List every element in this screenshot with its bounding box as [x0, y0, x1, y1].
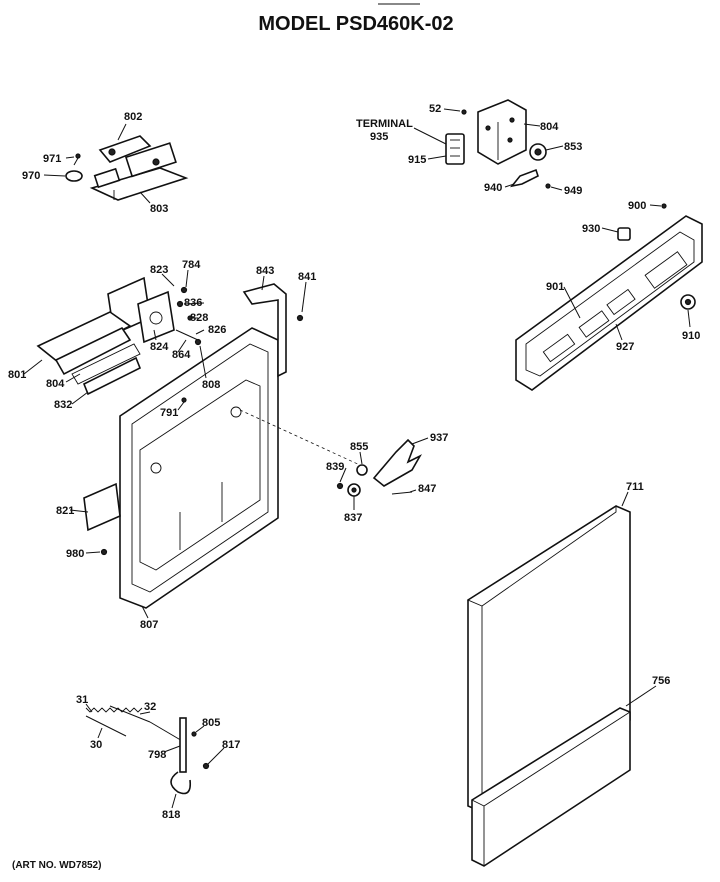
label-935: 935 — [370, 131, 388, 143]
label-802: 802 — [124, 111, 142, 123]
switch-assembly — [65, 135, 189, 201]
label-824: 824 — [150, 341, 169, 353]
label-853: 853 — [564, 141, 582, 153]
label-805: 805 — [202, 717, 220, 729]
label-847: 847 — [418, 483, 436, 495]
control-panel — [515, 203, 703, 391]
label-839: 839 — [326, 461, 344, 473]
label-841: 841 — [298, 271, 316, 283]
label-52: 52 — [429, 103, 441, 115]
label-900: 900 — [628, 200, 646, 212]
label-804-left: 804 — [46, 378, 65, 390]
label-832: 832 — [54, 399, 72, 411]
label-terminal: TERMINAL — [356, 118, 413, 130]
diagram-title: MODEL PSD460K-02 — [258, 13, 453, 35]
label-980: 980 — [66, 548, 84, 560]
label-801: 801 — [8, 369, 26, 381]
label-31: 31 — [76, 694, 88, 706]
label-927: 927 — [616, 341, 634, 353]
art-number: (ART NO. WD7852) — [12, 860, 101, 871]
door-spring-assembly — [85, 705, 210, 795]
label-808: 808 — [202, 379, 220, 391]
label-828: 828 — [190, 312, 208, 324]
label-937-top: 937 — [430, 432, 448, 444]
label-864: 864 — [172, 349, 191, 361]
label-798: 798 — [148, 749, 166, 761]
label-803: 803 — [150, 203, 168, 215]
label-901: 901 — [546, 281, 564, 293]
label-32: 32 — [144, 701, 156, 713]
label-836: 836 — [184, 297, 202, 309]
label-971: 971 — [43, 153, 61, 165]
label-915: 915 — [408, 154, 426, 166]
toe-panel — [471, 707, 631, 867]
label-940: 940 — [484, 182, 502, 194]
label-910: 910 — [682, 330, 700, 342]
label-826: 826 — [208, 324, 226, 336]
label-930: 930 — [582, 223, 600, 235]
label-970: 970 — [22, 170, 40, 182]
label-784: 784 — [182, 259, 201, 271]
label-817: 817 — [222, 739, 240, 751]
label-949: 949 — [564, 185, 582, 197]
label-30: 30 — [90, 739, 102, 751]
label-855: 855 — [350, 441, 368, 453]
label-756: 756 — [652, 675, 670, 687]
label-804-top: 804 — [540, 121, 559, 133]
label-807: 807 — [140, 619, 158, 631]
inner-door-panel — [83, 283, 304, 609]
label-791: 791 — [160, 407, 178, 419]
label-818: 818 — [162, 809, 180, 821]
label-711: 711 — [626, 481, 644, 493]
label-821: 821 — [56, 505, 74, 517]
part-labels: 802 971 970 803 52 804 TERMINAL 935 915 … — [8, 103, 700, 871]
label-823: 823 — [150, 264, 168, 276]
label-843: 843 — [256, 265, 274, 277]
timer-assembly — [445, 99, 551, 189]
label-837: 837 — [344, 512, 362, 524]
dispenser-assembly — [36, 276, 199, 396]
